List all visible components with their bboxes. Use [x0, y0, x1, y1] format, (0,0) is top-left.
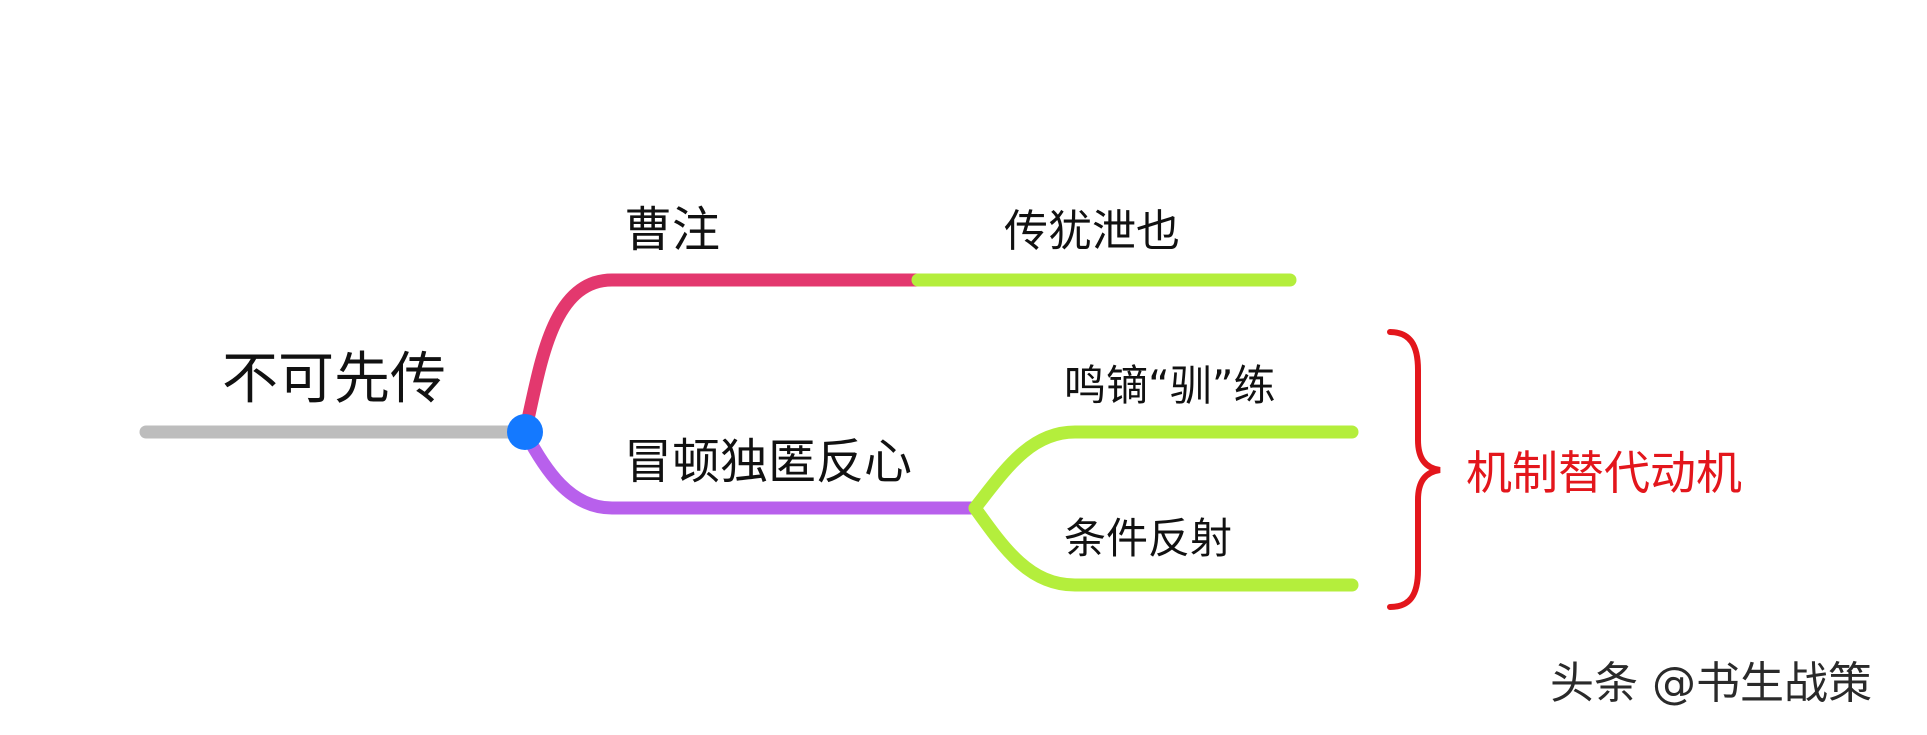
branch2-child1-label: 鸣镝“驯”练 [1064, 361, 1276, 410]
branch2-child2-line [968, 501, 1359, 592]
brace-annotation-label: 机制替代动机 [1466, 446, 1742, 500]
branch2-child1-line [968, 425, 1359, 515]
branch1-node-label: 曹注 [624, 202, 721, 258]
branch2-child2-label: 条件反射 [1064, 514, 1233, 563]
hub-node-dot [507, 414, 543, 450]
branch1-child-label: 传犹泄也 [1004, 206, 1180, 257]
root-node-label: 不可先传 [222, 347, 446, 412]
branch2-node-label: 冒顿独匿反心 [624, 434, 913, 490]
watermark-text: 头条 @书生战策 [1550, 658, 1872, 709]
branch1-connector-line [518, 273, 923, 439]
curly-brace-shape [1387, 329, 1441, 610]
